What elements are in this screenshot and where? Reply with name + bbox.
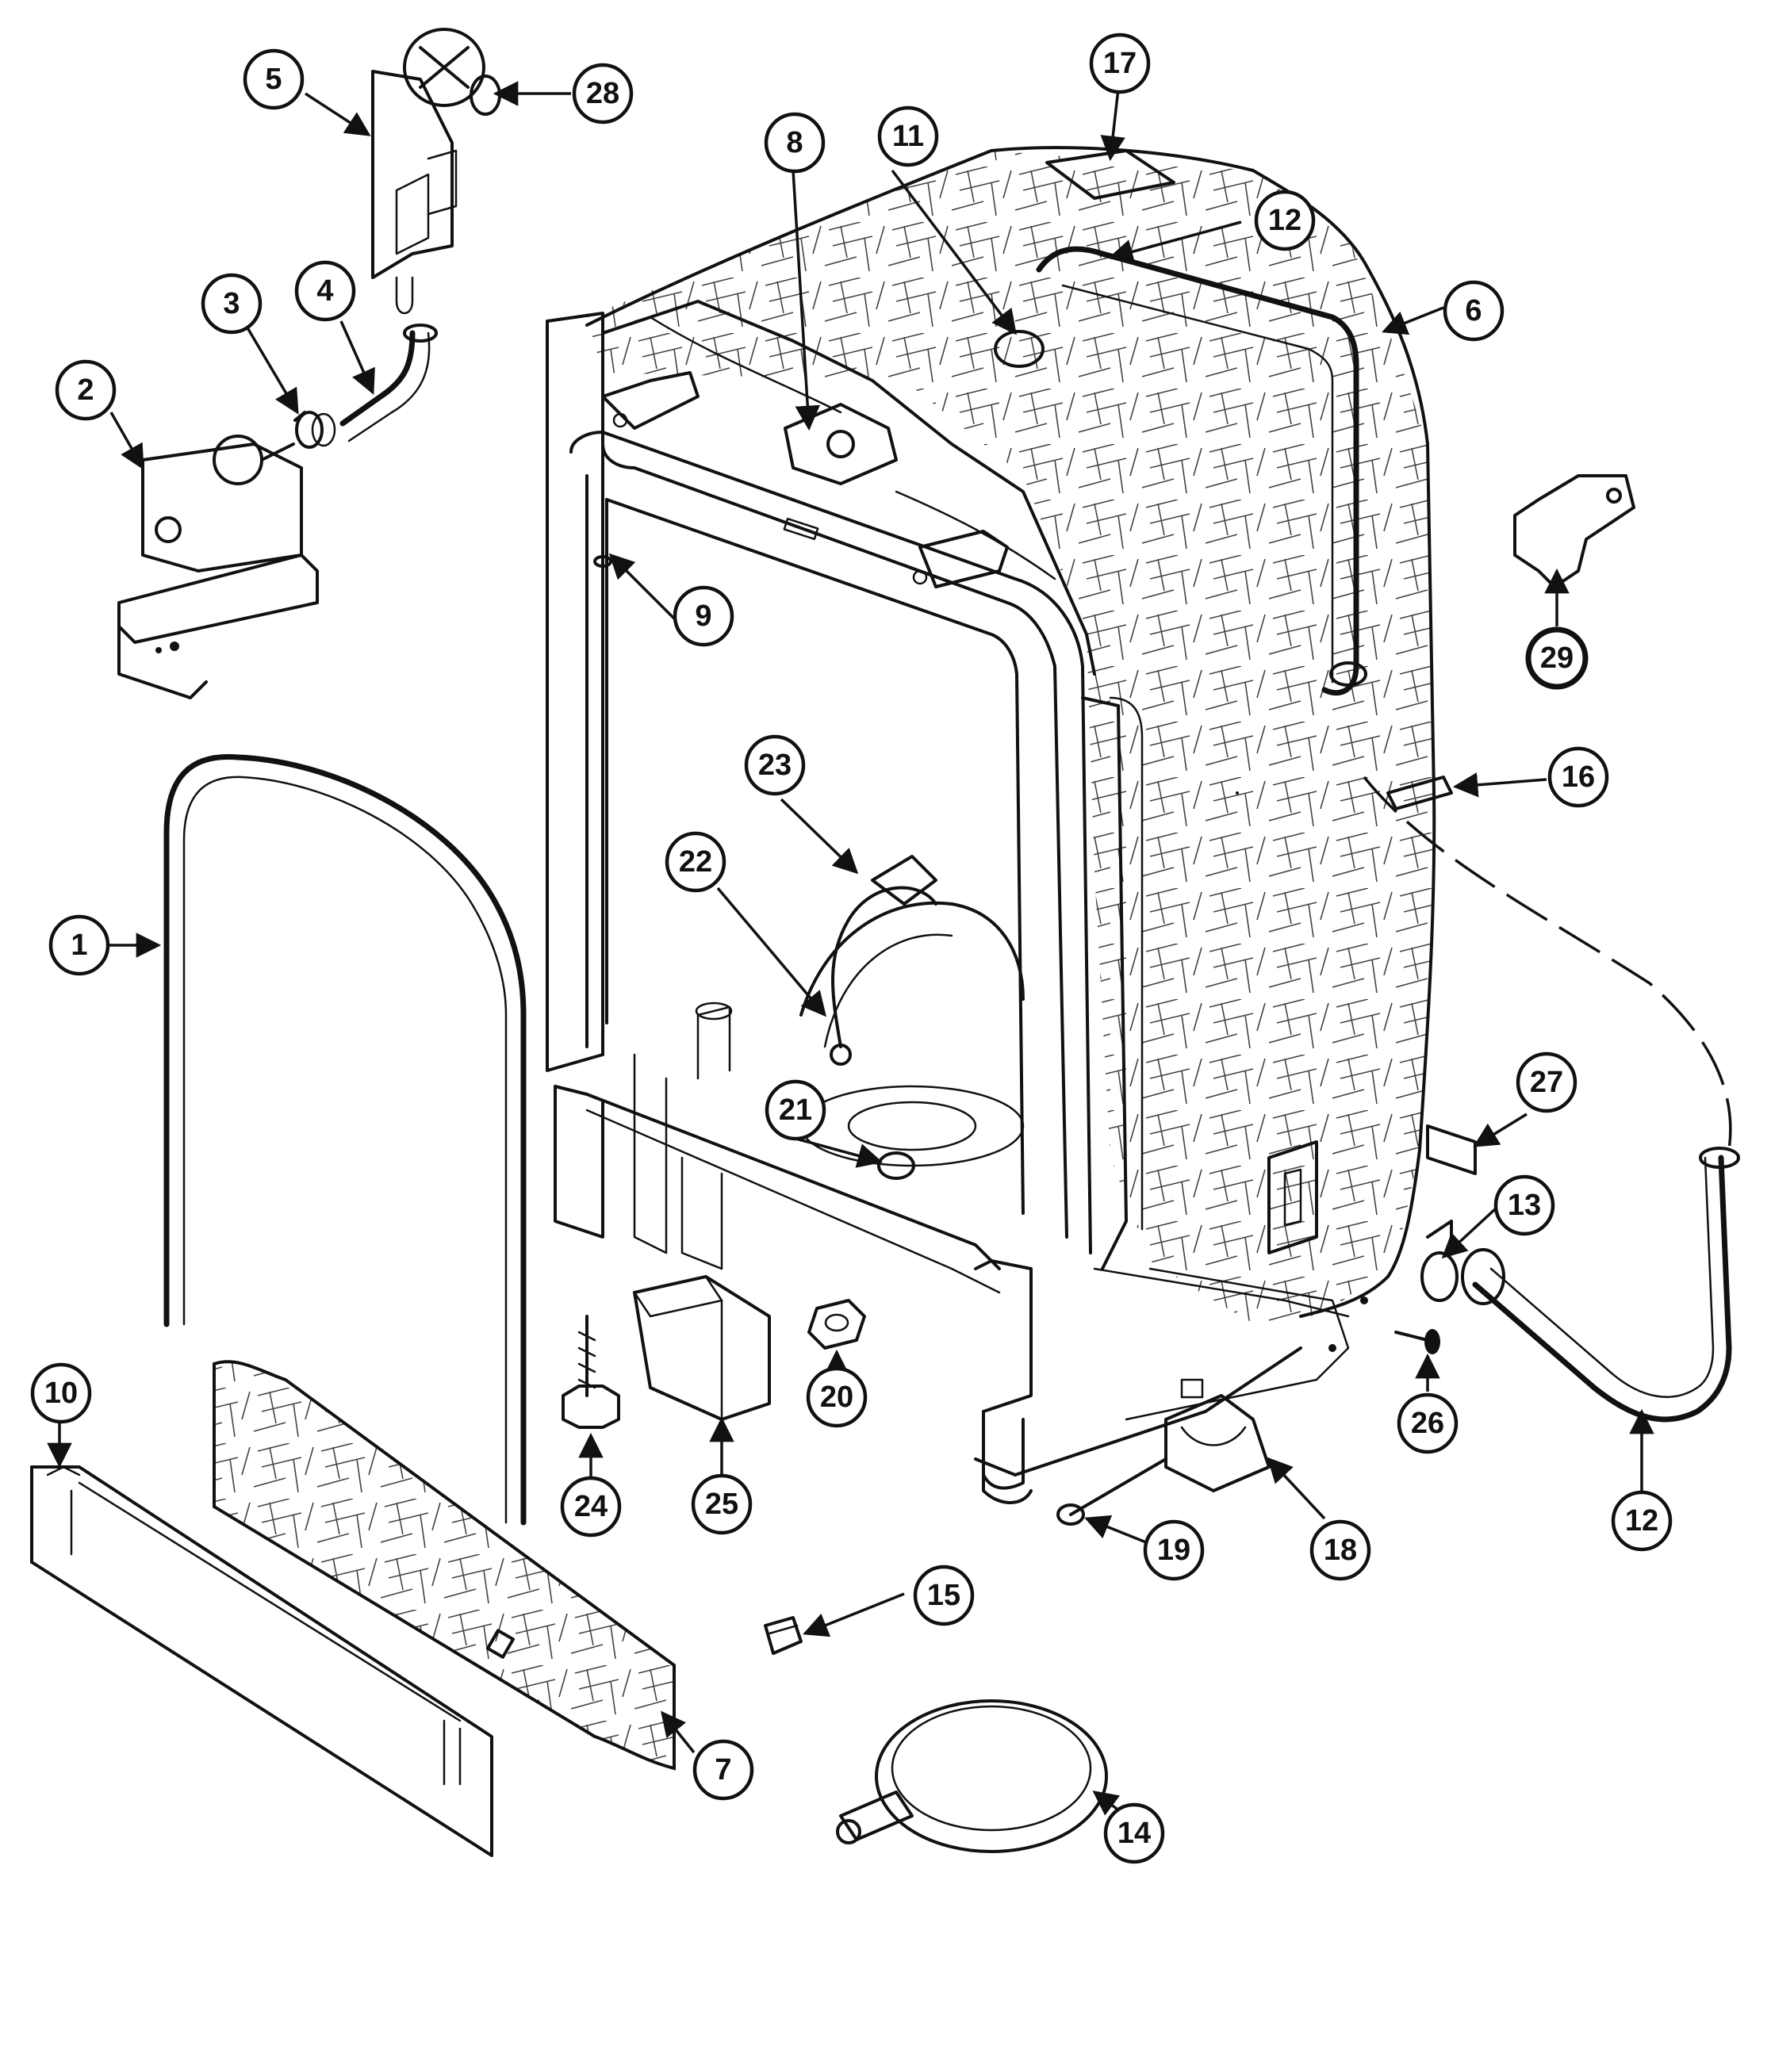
tub-frame [546, 300, 1368, 1504]
callout-27: 27 [1516, 1051, 1577, 1113]
callout-10: 10 [30, 1362, 92, 1424]
callout-23: 23 [744, 734, 806, 796]
leader-lines [47, 81, 1654, 1817]
top-mounting-bracket [784, 403, 898, 485]
drain-hose-clamp [1420, 1220, 1459, 1302]
callout-label: 6 [1465, 294, 1482, 327]
drain-hose [1472, 1155, 1732, 1423]
callout-label: 9 [695, 599, 711, 633]
wire-clip [871, 855, 937, 906]
callout-label: 12 [1625, 1504, 1658, 1538]
callout-14: 14 [1103, 1802, 1165, 1864]
toe-insulation-strip [213, 1360, 676, 1771]
sump-ring-clamp [836, 1699, 1108, 1853]
callout-label: 24 [574, 1490, 608, 1523]
grommet [994, 330, 1045, 368]
callout-label: 1 [71, 929, 87, 962]
vent-assembly [371, 28, 485, 315]
fill-hose-top [1036, 246, 1359, 696]
callout-4: 4 [294, 260, 356, 322]
callout-11: 11 [877, 105, 939, 167]
leg-bracket [1164, 1394, 1271, 1492]
hose-routing-dashed-line [1363, 776, 1732, 1151]
leveling-bolt-long [1056, 1457, 1167, 1526]
clip [764, 1616, 803, 1655]
callout-label: 22 [679, 845, 712, 879]
callout-19: 19 [1143, 1519, 1205, 1581]
callout-24: 24 [560, 1476, 622, 1538]
callout-8: 8 [764, 112, 826, 174]
callout-label: 8 [786, 126, 803, 159]
callout-label: 12 [1268, 204, 1301, 237]
callout-15: 15 [913, 1565, 975, 1626]
callout-22: 22 [665, 831, 726, 893]
callout-label: 3 [223, 287, 240, 320]
label-plate [1426, 1124, 1477, 1175]
inlet-valve [117, 435, 319, 699]
callout-20: 20 [806, 1366, 868, 1428]
callout-6: 6 [1443, 280, 1505, 342]
callout-9: 9 [673, 585, 734, 647]
callout-28: 28 [572, 63, 634, 124]
callout-25: 25 [691, 1473, 753, 1535]
callout-29: 29 [1525, 626, 1589, 690]
callout-3: 3 [201, 273, 263, 335]
door-gasket [163, 753, 527, 1526]
callout-12-bottom: 12 [1611, 1490, 1673, 1552]
plug [1394, 1329, 1440, 1354]
foil-tape [1386, 776, 1453, 810]
wire-harness [831, 886, 937, 1048]
callout-label: 15 [927, 1579, 960, 1612]
callout-label: 10 [44, 1377, 78, 1410]
callout-label: 23 [758, 749, 792, 782]
callout-7: 7 [692, 1739, 754, 1801]
callout-label: 7 [715, 1753, 731, 1787]
callout-label: 25 [705, 1488, 738, 1521]
callout-1: 1 [48, 914, 110, 976]
callout-label: 11 [892, 120, 924, 153]
callout-17: 17 [1089, 33, 1151, 94]
callout-label: 13 [1508, 1189, 1541, 1222]
callout-label: 29 [1540, 642, 1574, 675]
callout-label: 28 [586, 77, 619, 110]
callout-16: 16 [1547, 746, 1609, 808]
leveling-leg [562, 1315, 620, 1429]
callout-label: 20 [820, 1381, 853, 1414]
callout-label: 4 [316, 274, 333, 308]
hose-support-clip [1513, 474, 1635, 588]
callout-label: 19 [1157, 1534, 1190, 1567]
callout-label: 14 [1117, 1817, 1151, 1850]
mounting-box [633, 1275, 771, 1421]
callout-label: 17 [1103, 47, 1137, 80]
callout-label: 27 [1530, 1066, 1563, 1099]
o-ring [470, 75, 501, 116]
callout-2: 2 [55, 359, 117, 421]
callout-21: 21 [765, 1079, 826, 1141]
callout-26: 26 [1397, 1392, 1459, 1454]
callout-18: 18 [1309, 1519, 1371, 1581]
hose-clamp-small [293, 411, 336, 449]
callout-13: 13 [1493, 1174, 1555, 1236]
callout-label: 26 [1411, 1407, 1444, 1440]
inlet-hose [339, 330, 416, 427]
nut [807, 1299, 866, 1350]
callout-label: 18 [1324, 1534, 1357, 1567]
insulation-blanket [585, 146, 1436, 1332]
callout-5: 5 [243, 48, 305, 110]
callout-12-top: 12 [1254, 190, 1316, 251]
callout-label: 2 [77, 373, 94, 407]
top-strip [1045, 149, 1175, 200]
callout-label: 5 [265, 63, 282, 96]
callout-label: 21 [779, 1093, 812, 1127]
callout-label: 16 [1562, 760, 1595, 794]
